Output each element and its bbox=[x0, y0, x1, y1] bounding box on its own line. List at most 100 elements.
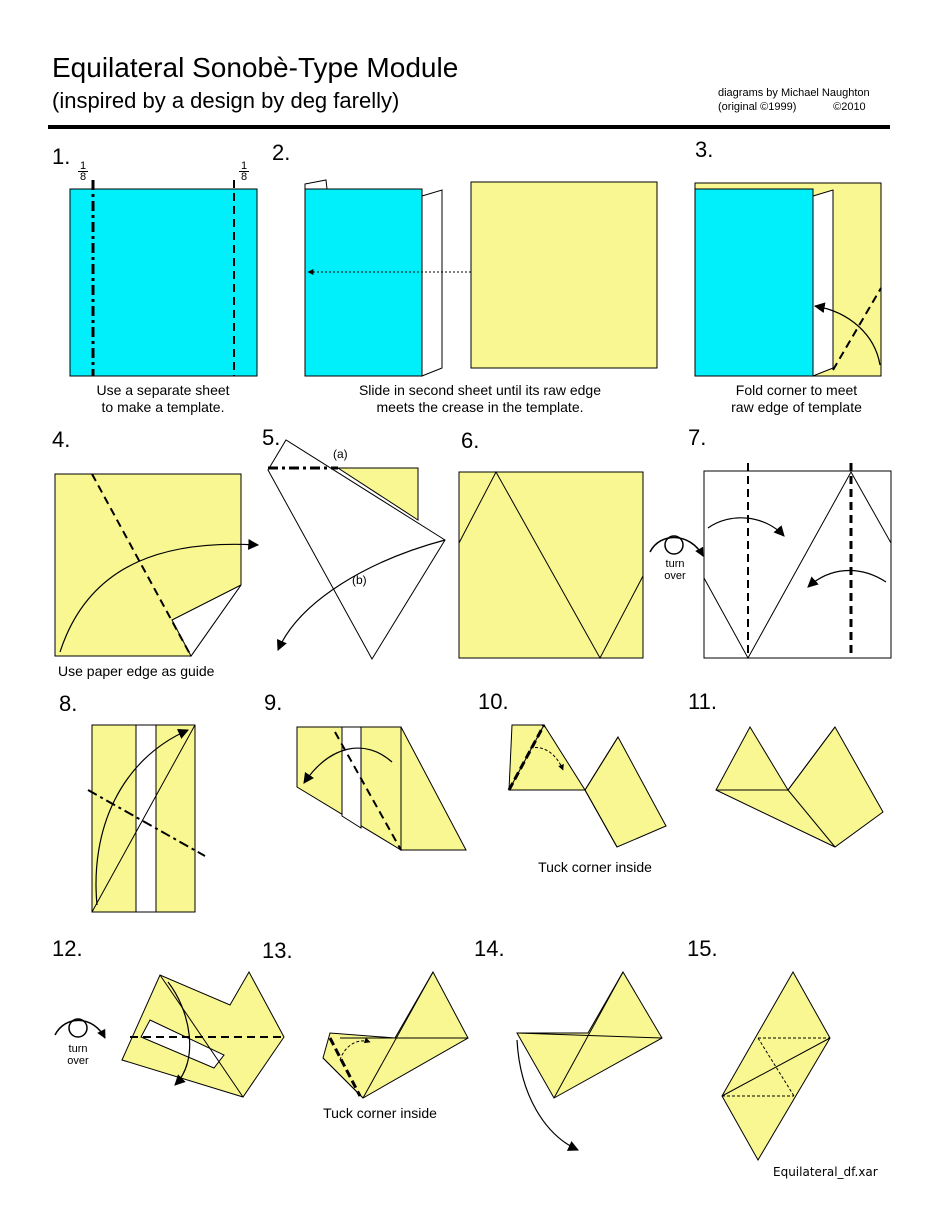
step-2-caption: Slide in second sheet until its raw edge… bbox=[358, 382, 602, 415]
unfold-arrow bbox=[516, 1039, 579, 1151]
template-edge-flap bbox=[812, 189, 834, 377]
step-number-14: 14. bbox=[474, 936, 505, 961]
step-5-label-b: (b) bbox=[352, 573, 367, 587]
fold-edge-3 bbox=[362, 971, 434, 1099]
step-number-10: 10. bbox=[478, 689, 509, 714]
step-9-diagram bbox=[296, 726, 467, 851]
step-1-caption: Use a separate sheet to make a template. bbox=[96, 382, 230, 415]
step-number-2: 2. bbox=[272, 140, 291, 165]
credit-block: diagrams by Michael Naughton (original ©… bbox=[718, 86, 870, 114]
step-10-caption: Tuck corner inside bbox=[538, 859, 652, 875]
fold-arrow bbox=[303, 747, 393, 784]
step-11-diagram bbox=[715, 725, 884, 848]
step-15-diagram bbox=[721, 970, 831, 1162]
step-13-caption: Tuck corner inside bbox=[323, 1105, 437, 1121]
valley-crease bbox=[507, 724, 546, 791]
step-1-diagram bbox=[69, 180, 258, 377]
step-8-diagram bbox=[87, 724, 206, 913]
step-2-diagram bbox=[304, 179, 658, 377]
fold-edge-2 bbox=[787, 789, 836, 848]
step-number-15: 15. bbox=[687, 936, 718, 961]
step-5-label-a: (a) bbox=[333, 447, 348, 461]
folded-flap bbox=[400, 726, 467, 851]
valley-crease bbox=[832, 287, 882, 371]
page-subtitle: (inspired by a design by deg farelly) bbox=[52, 88, 400, 113]
fold-arrow-right bbox=[807, 570, 887, 588]
finished-module bbox=[721, 970, 831, 1162]
step-7-diagram bbox=[649, 463, 892, 660]
paper-sheet bbox=[458, 471, 644, 659]
valley-crease bbox=[91, 473, 192, 657]
valley-crease bbox=[328, 1037, 362, 1097]
module-body bbox=[715, 725, 884, 848]
paper-sheet bbox=[703, 470, 892, 659]
step-number-7: 7. bbox=[688, 425, 707, 450]
header-divider bbox=[48, 125, 890, 129]
step-number-9: 9. bbox=[264, 690, 283, 715]
step-12-turn-over-label: turn over bbox=[67, 1043, 89, 1067]
step-14-diagram bbox=[516, 971, 663, 1151]
center-gap bbox=[341, 726, 362, 829]
step-number-6: 6. bbox=[461, 428, 480, 453]
paper-sheet bbox=[54, 473, 242, 657]
crease-lines bbox=[703, 470, 892, 660]
step-number-3: 3. bbox=[695, 137, 714, 162]
step-5-diagram bbox=[267, 439, 446, 660]
folded-flap-top bbox=[304, 179, 328, 190]
second-sheet bbox=[470, 181, 658, 369]
step-3-diagram bbox=[694, 182, 882, 377]
fold-edge bbox=[516, 1032, 663, 1039]
template-sheet bbox=[69, 188, 258, 377]
template-sheet bbox=[694, 188, 814, 377]
fold-arrow-b bbox=[276, 539, 446, 651]
credit-copyright: (original ©1999) ©2010 bbox=[718, 101, 866, 113]
step-number-12: 12. bbox=[52, 936, 83, 961]
step-number-4: 4. bbox=[52, 427, 71, 452]
white-band bbox=[140, 1019, 225, 1069]
fold-edge-2 bbox=[553, 971, 624, 1099]
step-13-diagram bbox=[322, 970, 469, 1099]
turn-over-icon bbox=[664, 535, 684, 555]
turn-over-icon bbox=[68, 1018, 88, 1038]
tuck-arrow bbox=[339, 1037, 371, 1061]
center-crease bbox=[721, 1037, 831, 1097]
tuck-arrow bbox=[529, 746, 564, 771]
step-4-caption: Use paper edge as guide bbox=[58, 663, 215, 679]
step-number-5: 5. bbox=[262, 425, 281, 450]
step-4-diagram bbox=[54, 473, 260, 657]
page-title: Equilateral Sonobè-Type Module bbox=[52, 52, 459, 83]
template-folded bbox=[304, 188, 423, 377]
valley-crease bbox=[334, 731, 402, 851]
crease-lines bbox=[458, 470, 644, 660]
step-7-turn-over-label: turn over bbox=[664, 558, 686, 582]
mountain-crease bbox=[87, 789, 206, 857]
step-3-caption: Fold corner to meet raw edge of template bbox=[731, 382, 862, 415]
step-number-11: 11. bbox=[688, 689, 717, 714]
step-12-diagram bbox=[54, 970, 285, 1098]
fold-edge-3 bbox=[787, 726, 836, 791]
fold-arrow bbox=[167, 981, 191, 1086]
file-name: Equilateral_df.xar bbox=[773, 1165, 878, 1179]
hidden-diagonal bbox=[757, 1037, 795, 1097]
turn-over-arrow bbox=[54, 1019, 106, 1039]
step-6-diagram bbox=[458, 470, 644, 660]
step-number-8: 8. bbox=[59, 691, 78, 716]
fold-arrow bbox=[95, 728, 189, 906]
diagonal-crease bbox=[91, 724, 196, 913]
turn-over-arrow bbox=[649, 536, 704, 557]
fold-arrow-left bbox=[707, 517, 785, 537]
step-number-13: 13. bbox=[262, 938, 293, 963]
step-number-1: 1. bbox=[52, 144, 71, 169]
credit-author: diagrams by Michael Naughton bbox=[718, 87, 870, 99]
step-10-diagram bbox=[507, 724, 667, 848]
fold-edge bbox=[584, 789, 618, 848]
fold-arrow bbox=[59, 539, 260, 653]
fold-edge-2 bbox=[584, 736, 619, 791]
center-gap bbox=[135, 724, 157, 913]
fold-edge bbox=[322, 1057, 364, 1099]
paper-corner bbox=[336, 467, 419, 521]
fold-arrow bbox=[813, 302, 881, 366]
